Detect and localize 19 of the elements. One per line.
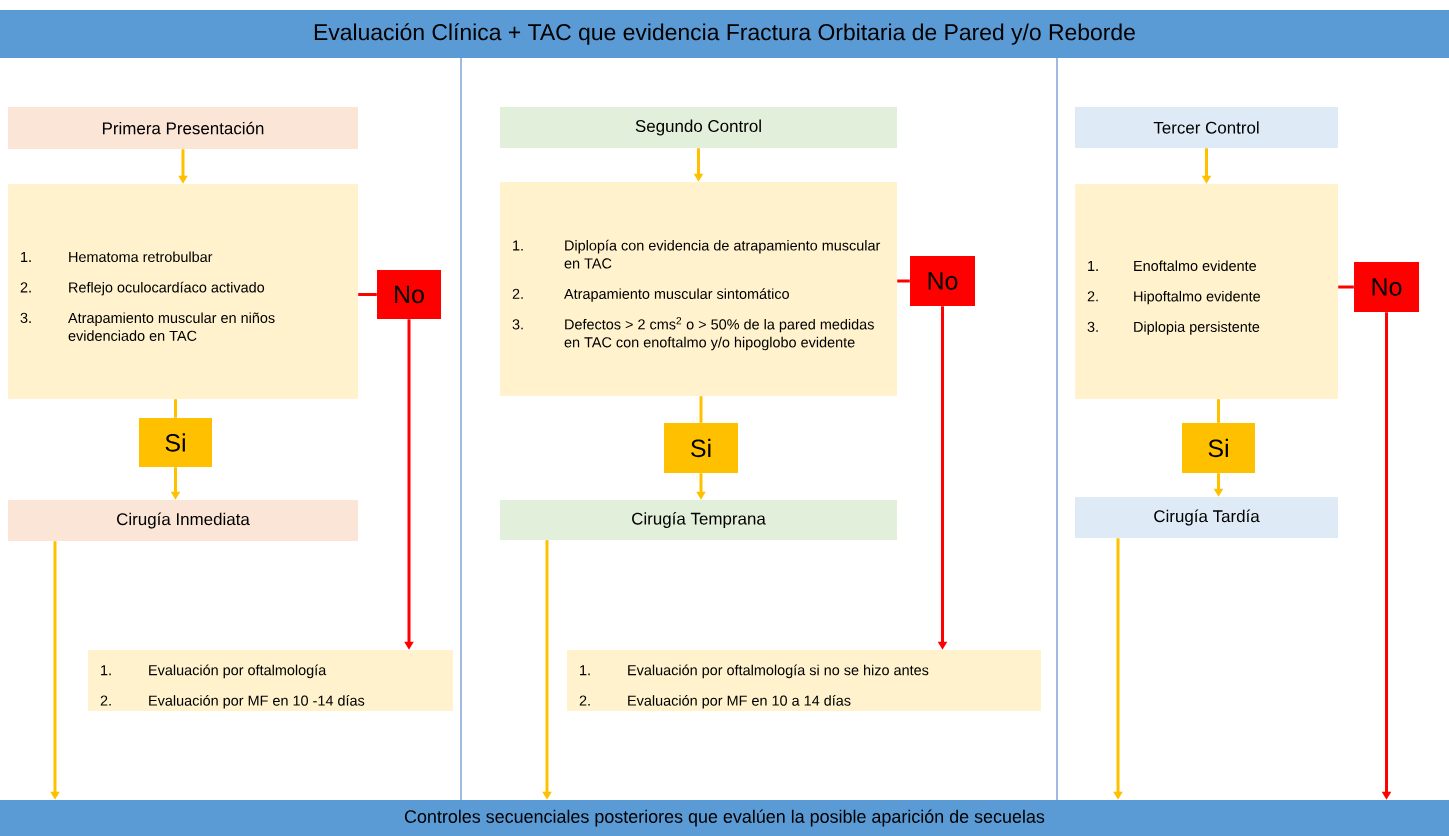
yes-box: Si: [664, 423, 738, 473]
criteria-box: 1. Diplopía con evidencia de atrapamiento muscular en TAC 2. Atrapamiento muscular sintomático 3. Defectos > 2 cms$^{2}$ o > 50% de la pared medidas en TAC con enoftalmo y/o hipoglobo evidente: [500, 182, 897, 396]
yes-box: Si: [1182, 423, 1255, 473]
final-band: Controles secuenciales posteriores que evalúen la posible aparición de secuelas: [0, 800, 1449, 836]
yes-box: Si: [139, 418, 212, 467]
surgery-box: Cirugía Tardía: [1075, 497, 1338, 538]
no-box: No: [1354, 262, 1419, 312]
title-band: Evaluación Clínica + TAC que evidencia Fractura Orbitaria de Pared y/o Reborde: [0, 10, 1449, 58]
stage-box: Primera Presentación: [8, 107, 358, 149]
stage-box: Segundo Control: [500, 107, 897, 148]
no-box: No: [377, 270, 441, 319]
evaluation-box: 1. Evaluación por oftalmología 2. Evaluación por MF en 10 -14 días: [88, 650, 453, 711]
stage-box: Tercer Control: [1075, 107, 1338, 148]
criteria-box: 1. Enoftalmo evidente 2. Hipoftalmo evidente 3. Diplopia persistente: [1075, 184, 1338, 399]
criteria-box: 1. Hematoma retrobulbar 2. Reflejo oculocardíaco activado 3. Atrapamiento muscular en niños evidenciado en TAC: [8, 184, 358, 399]
evaluation-box: 1. Evaluación por oftalmología si no se hizo antes 2. Evaluación por MF en 10 a 14 días: [567, 650, 1041, 711]
surgery-box: Cirugía Temprana: [500, 500, 897, 540]
no-box: No: [910, 256, 975, 306]
surgery-box: Cirugía Inmediata: [8, 500, 358, 541]
